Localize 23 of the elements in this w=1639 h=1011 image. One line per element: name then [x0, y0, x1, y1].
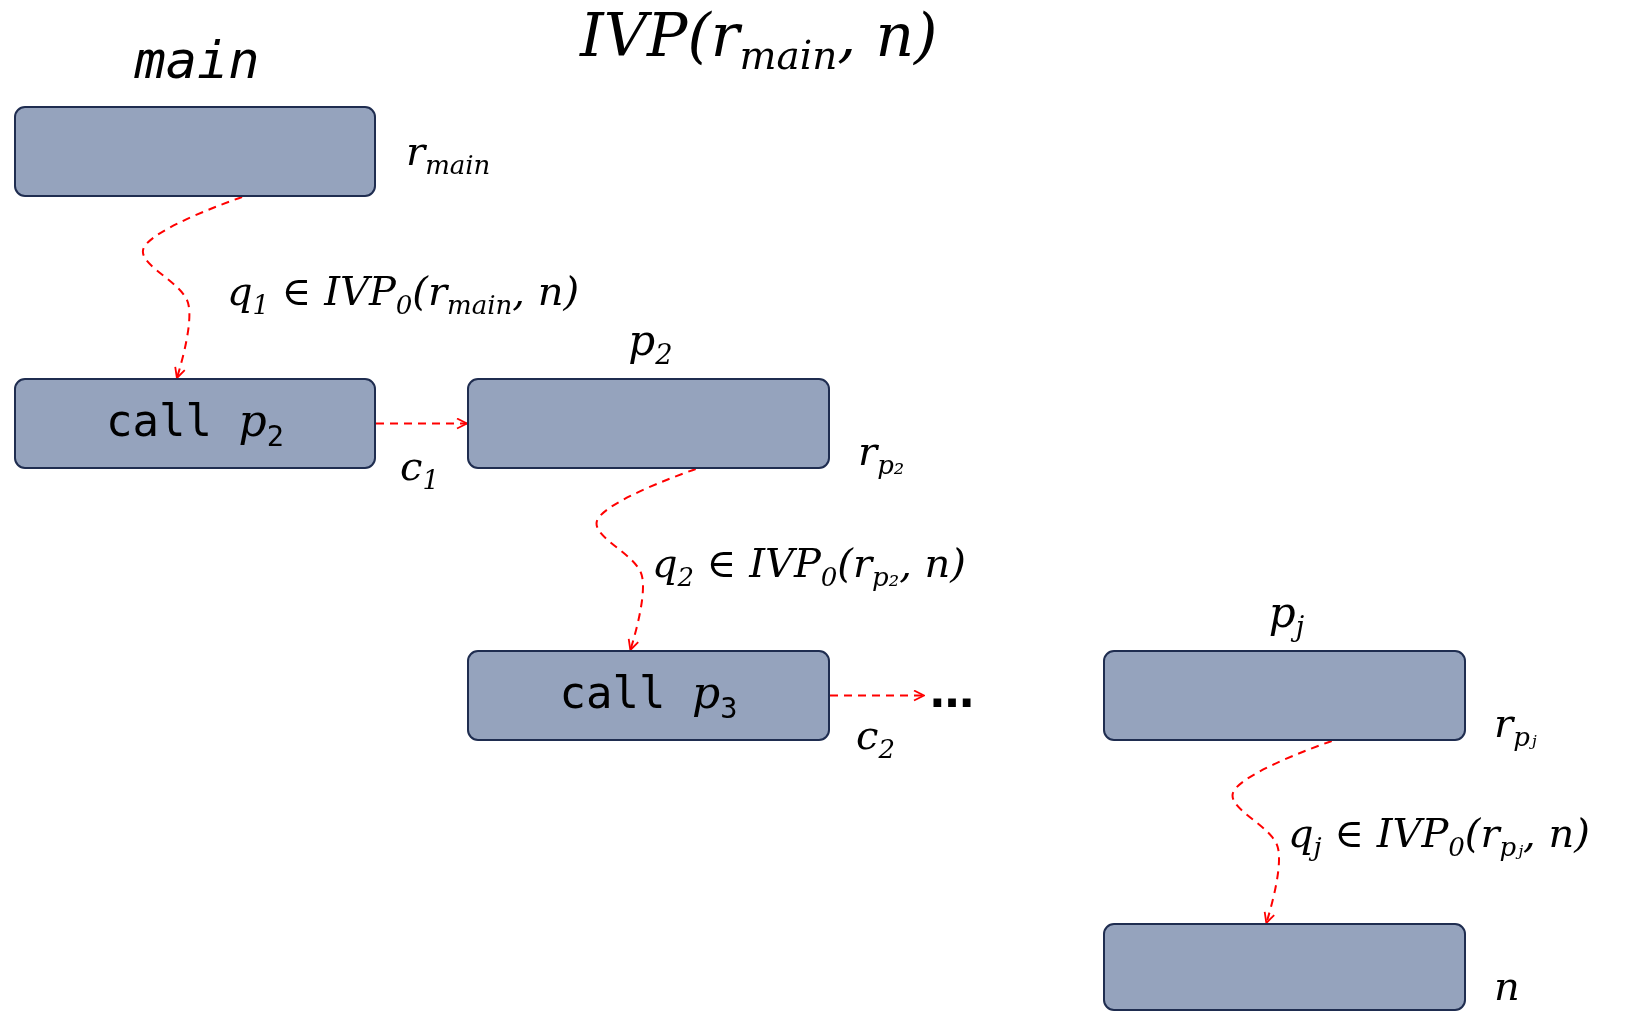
edge-label: q$_{2}$ ∈ IVP$_{0}$(r$_{p₂}$, n) [652, 540, 966, 592]
box-heading: p$_{2}$ [627, 316, 674, 371]
edge-label: q$_{1}$ ∈ IVP$_{0}$(r$_{main}$, n) [227, 268, 580, 320]
process-box [14, 378, 376, 469]
side-label: r$_{pⱼ}$ [1494, 700, 1537, 752]
box-heading: main [133, 30, 261, 90]
title: IVP(r$_{main}$, n) [580, 0, 938, 78]
dashed-arrow [1231, 740, 1333, 924]
edge-label: c$_{1}$ [400, 443, 439, 495]
dashed-arrow [375, 417, 468, 430]
box-label: call p$_{2}$ [106, 394, 284, 453]
box-heading: p$_{j}$ [1267, 588, 1306, 643]
ellipsis-text: … [924, 672, 980, 712]
side-label: r$_{p₂}$ [858, 428, 905, 480]
dashed-arrow [829, 689, 925, 702]
edge-label: q$_{j}$ ∈ IVP$_{0}$(r$_{pⱼ}$, n) [1288, 810, 1590, 862]
side-label: n [1494, 963, 1520, 1009]
side-label: r$_{main}$ [406, 128, 491, 180]
dashed-arrow [595, 468, 697, 651]
box-label: call p$_{3}$ [559, 666, 738, 725]
dashed-arrow [142, 196, 244, 379]
edge-label: c$_{2}$ [856, 712, 895, 764]
process-box [467, 650, 830, 741]
